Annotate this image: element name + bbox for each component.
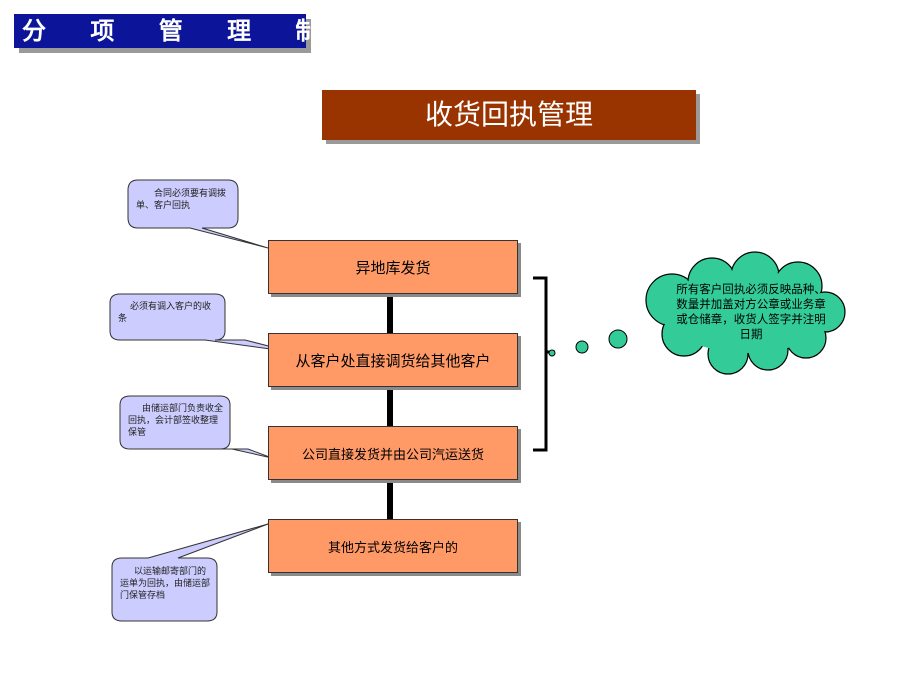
flow-box-remote-warehouse: 异地库发货 <box>268 240 518 294</box>
thought-bubble-large <box>608 329 628 349</box>
diagram-title: 收货回执管理 <box>322 90 696 140</box>
note-text-1: 合同必须要有调拨单、客户回执 <box>136 189 227 211</box>
thought-bubble-medium <box>575 340 589 354</box>
cloud-text: 所有客户回执必须反映品种、数量并加盖对方公章或业务章或仓储章，收货人签字并注明日… <box>676 282 826 341</box>
thought-bubble-small <box>548 349 556 357</box>
note-text-3: 由储运部门负责收全回执，会计部签收整理保管 <box>128 404 224 438</box>
note-callout-4 <box>111 523 269 622</box>
section-header-label: 分 项 管 理 制 度 <box>22 17 406 45</box>
group-bracket <box>533 276 555 452</box>
note-text-2: 必须有调入客户的收条 <box>118 302 212 324</box>
flow-box-customer-transfer: 从客户处直接调货给其他客户 <box>268 333 518 387</box>
note-text-4: 以运输邮寄部门的运单为回执，由储运部门保管存档 <box>120 567 211 601</box>
flow-connector-line <box>387 292 393 520</box>
note-callout-3 <box>119 395 273 459</box>
flow-box-other-methods: 其他方式发货给客户的 <box>268 519 518 573</box>
flow-box-company-truck: 公司直接发货并由公司汽运送货 <box>268 426 518 480</box>
section-header: 分 项 管 理 制 度 <box>14 14 388 48</box>
note-callout-1 <box>127 179 269 249</box>
